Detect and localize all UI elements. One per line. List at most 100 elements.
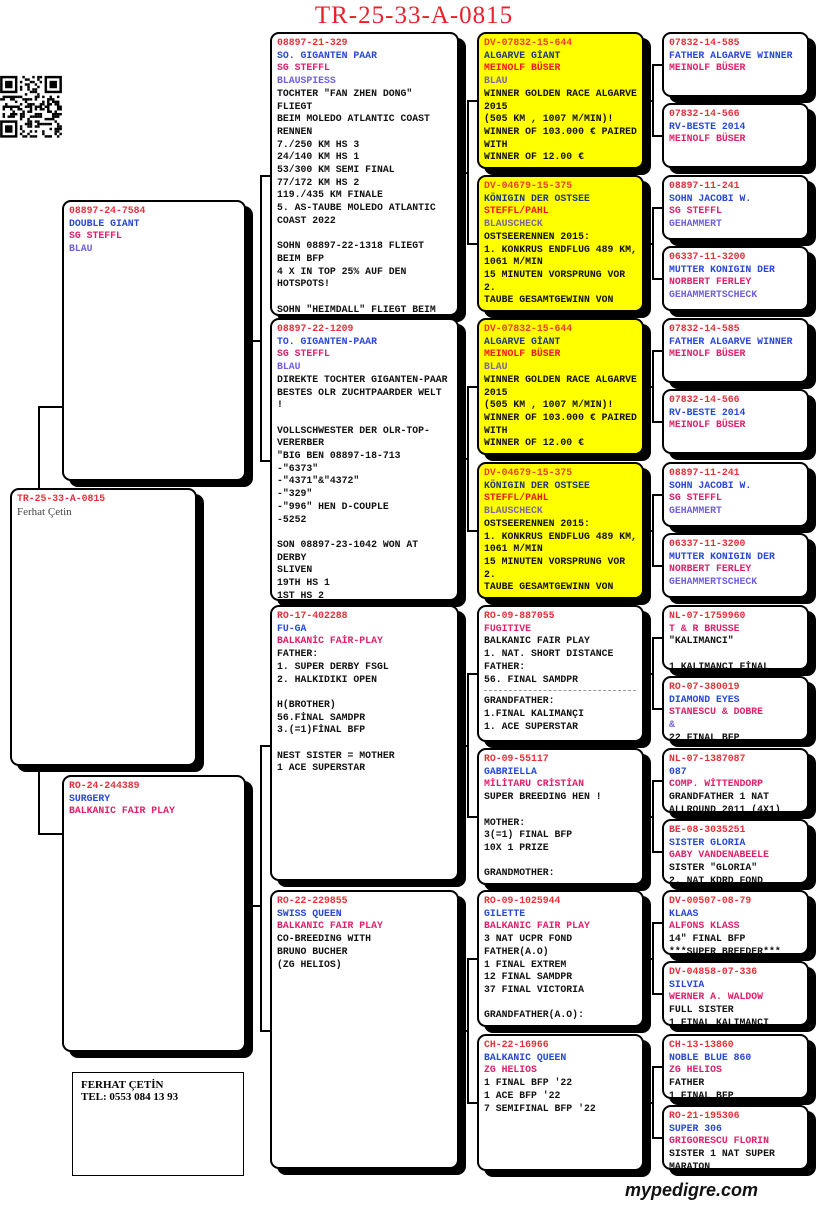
pedigree-line-text: 56.FİNAL SAMDPR [277, 711, 366, 723]
connector-line [652, 278, 662, 280]
pedigree-line-text: 1061 M/MIN [484, 256, 543, 268]
contact-phone: TEL: 0553 084 13 93 [81, 1091, 179, 1103]
qr-code-icon [0, 75, 62, 138]
pedigree-line-text: 1.FINAL KALIMANÇI [484, 707, 584, 719]
pedigree-line-breeder: NORBERT FERLEY [669, 276, 752, 288]
pedigree-line-ybreeder: STEFFL/PAHL [484, 492, 549, 504]
connector-line [246, 340, 260, 342]
pedigree-line-text: NEST SISTER = MOTHER [277, 749, 395, 761]
connector-line [260, 745, 262, 1032]
pedigree-line-name: GILETTE [484, 907, 526, 919]
pedigree-line-breeder: GABY VANDENABEELE [669, 849, 769, 861]
pedigree-line-yid: DV-07832-15-644 [484, 323, 573, 334]
pedigree-line-text: DIREKTE TOCHTER GIGANTEN-PAAR [277, 373, 448, 385]
pedigree-line-text: WITH [484, 138, 508, 150]
contact-box: FERHAT ÇETİN TEL: 0553 084 13 93 [72, 1072, 244, 1176]
connector-line [644, 243, 652, 245]
pedigree-line-name: SISTER GLORIA [669, 836, 746, 848]
pedigree-line-breeder: MEINOLF BÜSER [669, 419, 746, 431]
pedigree-line-text: -"329" [277, 488, 313, 500]
pedigree-line-name: MUTTER KONIGIN DER [669, 550, 775, 562]
pedigree-line-name: DOUBLE GIANT [69, 217, 140, 229]
pedigree-line-breeder: BALKANIC FAIR PLAY [69, 805, 175, 817]
connector-line [260, 1030, 270, 1032]
connector-line [652, 1066, 662, 1068]
pedigree-line-text: WINNER GOLDEN RACE ALGARVE [484, 373, 637, 385]
pedigree-line-text: GRANDFATHER: [484, 695, 555, 707]
pedigree-line-text: 77/172 KM HS 2 [277, 176, 360, 188]
connector-line [459, 745, 467, 747]
pedigree-line-text: (505 KM , 1007 M/MIN)! [484, 113, 614, 125]
pedigree-line-breeder: SG STEFFL [69, 230, 122, 242]
pedigree-line-text: (505 KM , 1007 M/MIN)! [484, 399, 614, 411]
connector-line [652, 494, 654, 567]
pedigree-line-text: 15 MINUTEN VORSPRUNG VOR [484, 268, 626, 280]
connector-line [644, 386, 652, 388]
pedigree-line-name: SOHN JACOBI W. [669, 479, 752, 491]
pedigree-line-yid: DV-04679-15-375 [484, 467, 573, 478]
pedigree-line-ycolor: BLAU [484, 361, 508, 373]
pedigree-line-id: 07832-14-566 [669, 108, 740, 119]
pedigree-line-text: -"996" HEN D-COUPLE [277, 500, 389, 512]
pedigree-line-color: BLAU [69, 243, 93, 255]
connector-line [644, 673, 652, 675]
pedigree-line-text: 2. [484, 568, 496, 580]
connector-line [467, 673, 477, 675]
pedigree-line-breeder: T & R BRUSSE [669, 622, 740, 634]
pedigree-line-text: BESTES OLR ZUCHTPAARDER WELT [277, 386, 442, 398]
pedigree-line-text: 15 MINUTEN VORSPRUNG VOR [484, 555, 626, 567]
pedigree-line-text: -"4371"&"4372" [277, 475, 360, 487]
pedigree-line-color: GEHAMMERT [669, 218, 722, 230]
pedigree-line-text: ***SUPER BREEDER*** [669, 945, 781, 955]
pedigree-line-text: SON 08897-23-1042 WON AT [277, 538, 419, 550]
pedigree-line-id: RO-17-402288 [277, 610, 348, 621]
pedigree-line-text: WITH [484, 424, 508, 436]
connector-line [652, 350, 654, 423]
pedigree-line-divider [484, 690, 636, 692]
pedigree-line-text [277, 526, 457, 539]
pedigree-line-name: DIAMOND EYES [669, 693, 740, 705]
connector-line [652, 350, 662, 352]
site-logo[interactable]: mypedigre.com [625, 1180, 759, 1200]
pedigree-line-text: ! [277, 399, 283, 411]
connector-line [467, 816, 477, 818]
pedigree-line-text: VOLLSCHWESTER DER OLR-TOP- [277, 424, 430, 436]
pedigree-line-text: H(BROTHER) [277, 698, 336, 710]
pedigree-line-name: SOHN JACOBI W. [669, 192, 752, 204]
pedigree-line-breeder: MEINOLF BÜSER [669, 348, 746, 360]
connector-line [652, 494, 662, 496]
connector-line [467, 243, 477, 245]
pedigree-line-id: 08897-22-1209 [277, 323, 354, 334]
